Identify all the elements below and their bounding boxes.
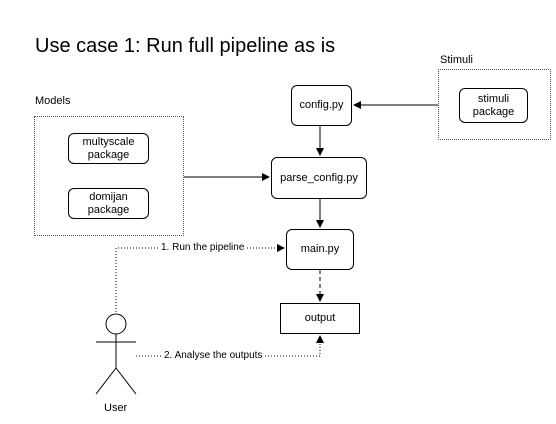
- user-actor-label: User: [104, 402, 128, 414]
- multyscale-package-line2: package: [87, 148, 130, 161]
- main-py-node: main.py: [286, 229, 354, 270]
- user-actor-icon: [95, 313, 137, 395]
- stimuli-package-node: stimuli package: [459, 88, 528, 123]
- domijan-package-line1: domijan: [89, 190, 128, 203]
- domijan-package-line2: package: [87, 203, 130, 216]
- multyscale-package-line1: multyscale: [82, 135, 135, 148]
- config-py-node: config.py: [291, 85, 352, 126]
- parse-config-py-node: parse_config.py: [271, 157, 367, 199]
- diagram-title: Use case 1: Run full pipeline as is: [35, 35, 336, 57]
- multyscale-package-node: multyscale package: [68, 133, 149, 164]
- stimuli-group-box: [438, 69, 551, 140]
- models-group-label: Models: [35, 95, 71, 107]
- user-analyse-outputs-edge: [136, 335, 324, 357]
- models-group-box: [34, 116, 184, 236]
- output-node: output: [280, 303, 360, 334]
- analyse-outputs-label: 2. Analyse the outputs: [163, 350, 264, 361]
- stimuli-group-label: Stimuli: [440, 54, 474, 66]
- stimuli-package-line1: stimuli: [477, 92, 510, 105]
- stimuli-package-line2: package: [472, 105, 515, 118]
- domijan-package-node: domijan package: [68, 188, 149, 219]
- run-pipeline-label: 1. Run the pipeline: [160, 242, 246, 253]
- user-run-pipeline-edge: [115, 244, 285, 312]
